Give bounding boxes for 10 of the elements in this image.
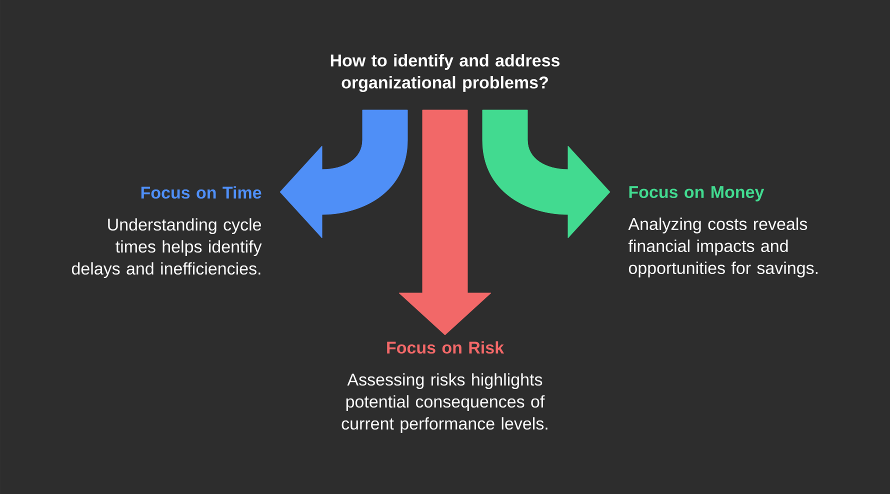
description: Analyzing costs reveals financial impacts and opportunities for savings. [628,218,818,278]
heading: Focus on Money [629,186,764,202]
question-title: How to identify and address organizational problems? [330,54,560,92]
arrow [482,110,610,238]
heading: Focus on Risk [387,341,504,354]
heading: Focus on Time [141,186,262,199]
arrow [280,110,408,238]
description: Understanding cycle times helps identify delays and inefficiencies. [72,218,262,278]
arrow [398,110,492,336]
description: Assessing risks highlights potential consequences of current performance levels. [342,373,548,434]
